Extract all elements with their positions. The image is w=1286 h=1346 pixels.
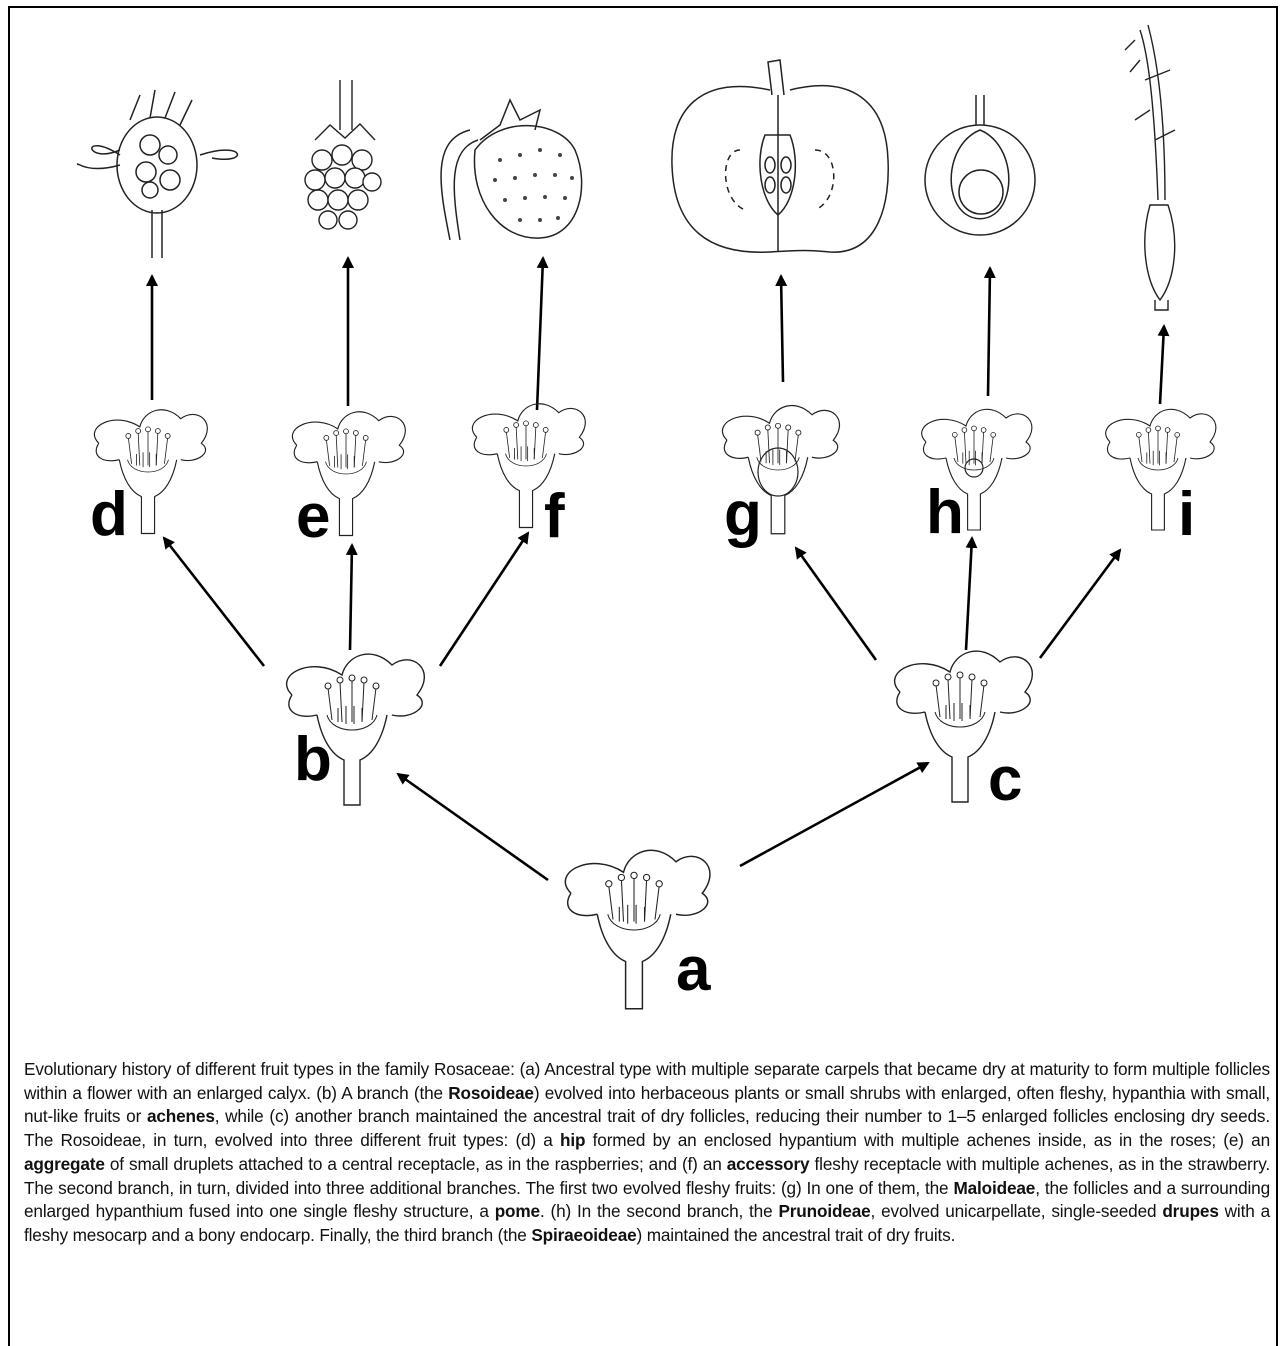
flower-g [721,404,841,535]
caption-text: . (h) In the second branch, the [539,1201,779,1222]
fruit-drupe [924,95,1036,236]
caption-text: ) maintained the ancestral trait of dry … [636,1224,956,1245]
label-c: c [988,745,1022,814]
caption-text: , while (c) another branch maintained th… [24,1106,1270,1151]
caption-term: accessory [726,1153,810,1174]
label-d: d [90,480,128,549]
label-b: b [294,725,332,794]
caption-text: formed by an enclosed hypantium with mul… [585,1130,1270,1151]
caption-term: Spiraeoideae [531,1224,637,1245]
caption-text: , the follicles and a surrounding enlarg… [24,1177,1270,1222]
caption-text: Evolutionary history of different fruit … [24,1059,1270,1103]
flower-h [921,408,1033,531]
caption-term: aggregate [24,1153,105,1174]
caption-text: with a fleshy mesocarp and a bony endoca… [24,1201,1270,1245]
fruit-hip [76,89,239,258]
label-h: h [926,478,964,547]
evolution-diagram: a b c d e f g h i [76,24,1217,1010]
figure-caption: Evolutionary history of different fruit … [24,1058,1270,1248]
caption-term: pome [494,1201,540,1222]
fruit-aggregate [304,80,382,230]
caption-term: Rosoideae [448,1082,534,1103]
caption-term: Maloideae [953,1177,1036,1198]
caption-term: Prunoideae [778,1201,871,1222]
fruit-strawberry [440,98,583,241]
caption-text: of small druplets attached to a central … [104,1153,727,1174]
fruit-follicle [1124,24,1176,311]
caption-term: achenes [146,1106,215,1127]
label-g: g [724,480,762,549]
figure-frame [8,6,1278,1346]
label-a: a [676,935,711,1004]
flower-i [1105,408,1217,531]
caption-term: hip [560,1130,586,1151]
branch-arrows [146,256,1170,882]
flower-f [471,403,586,529]
fruit-pome [671,59,889,253]
label-f: f [544,482,565,551]
caption-term: drupes [1162,1201,1219,1222]
label-e: e [296,482,330,551]
label-i: i [1178,480,1195,549]
caption-text: , evolved unicarpellate, single-seeded [870,1201,1163,1222]
caption-text: ) evolved into herbaceous plants or smal… [24,1082,1270,1127]
caption-text: fleshy receptacle with multiple achenes,… [24,1153,1270,1198]
